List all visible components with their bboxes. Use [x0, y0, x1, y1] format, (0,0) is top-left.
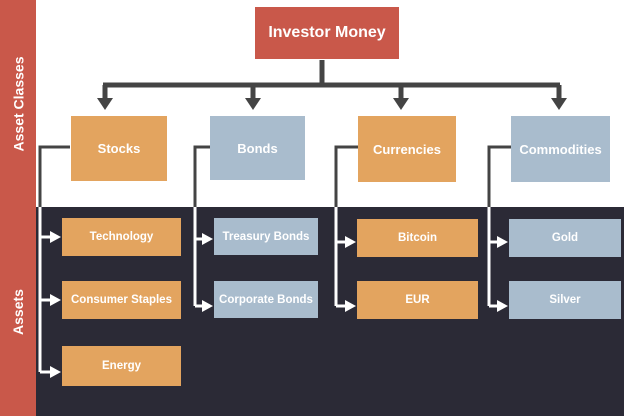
asset-classes-side-label: Asset Classes	[0, 0, 36, 207]
consumer-staples-node: Consumer Staples	[62, 281, 181, 319]
stocks-label: Stocks	[97, 141, 141, 156]
category-drop-arrows	[97, 85, 567, 110]
treasury-bonds-node: Treasury Bonds	[214, 218, 318, 255]
commodities-branch-lines	[487, 145, 511, 312]
eur-label: EUR	[405, 294, 430, 306]
corporate-bonds-node: Corporate Bonds	[214, 281, 318, 318]
investor-money-label: Investor Money	[268, 24, 386, 41]
bonds-label: Bonds	[237, 140, 278, 156]
energy-node: Energy	[62, 346, 181, 386]
currencies-label: Currencies	[373, 141, 441, 157]
technology-node: Technology	[62, 218, 181, 256]
bonds-node: Bonds	[210, 116, 305, 180]
consumer-staples-label: Consumer Staples	[71, 294, 172, 306]
gold-node: Gold	[509, 219, 621, 257]
energy-label: Energy	[102, 360, 141, 372]
assets-side-label: Assets	[0, 207, 36, 416]
commodities-node: Commodities	[511, 116, 610, 182]
treasury-bonds-label: Treasury Bonds	[222, 230, 310, 243]
bitcoin-label: Bitcoin	[398, 232, 437, 244]
eur-node: EUR	[357, 281, 478, 319]
currencies-node: Currencies	[358, 116, 456, 182]
technology-label: Technology	[89, 231, 154, 243]
stocks-branch-lines	[38, 145, 70, 378]
corporate-bonds-label: Corporate Bonds	[219, 293, 313, 306]
stocks-node: Stocks	[71, 116, 167, 181]
silver-label: Silver	[549, 294, 581, 306]
silver-node: Silver	[509, 281, 621, 319]
commodities-label: Commodities	[519, 141, 602, 157]
bonds-branch-lines	[193, 145, 213, 312]
gold-label: Gold	[551, 232, 579, 244]
bitcoin-node: Bitcoin	[357, 219, 478, 257]
investor-money-node: Investor Money	[255, 7, 399, 59]
currencies-branch-lines	[334, 145, 358, 312]
